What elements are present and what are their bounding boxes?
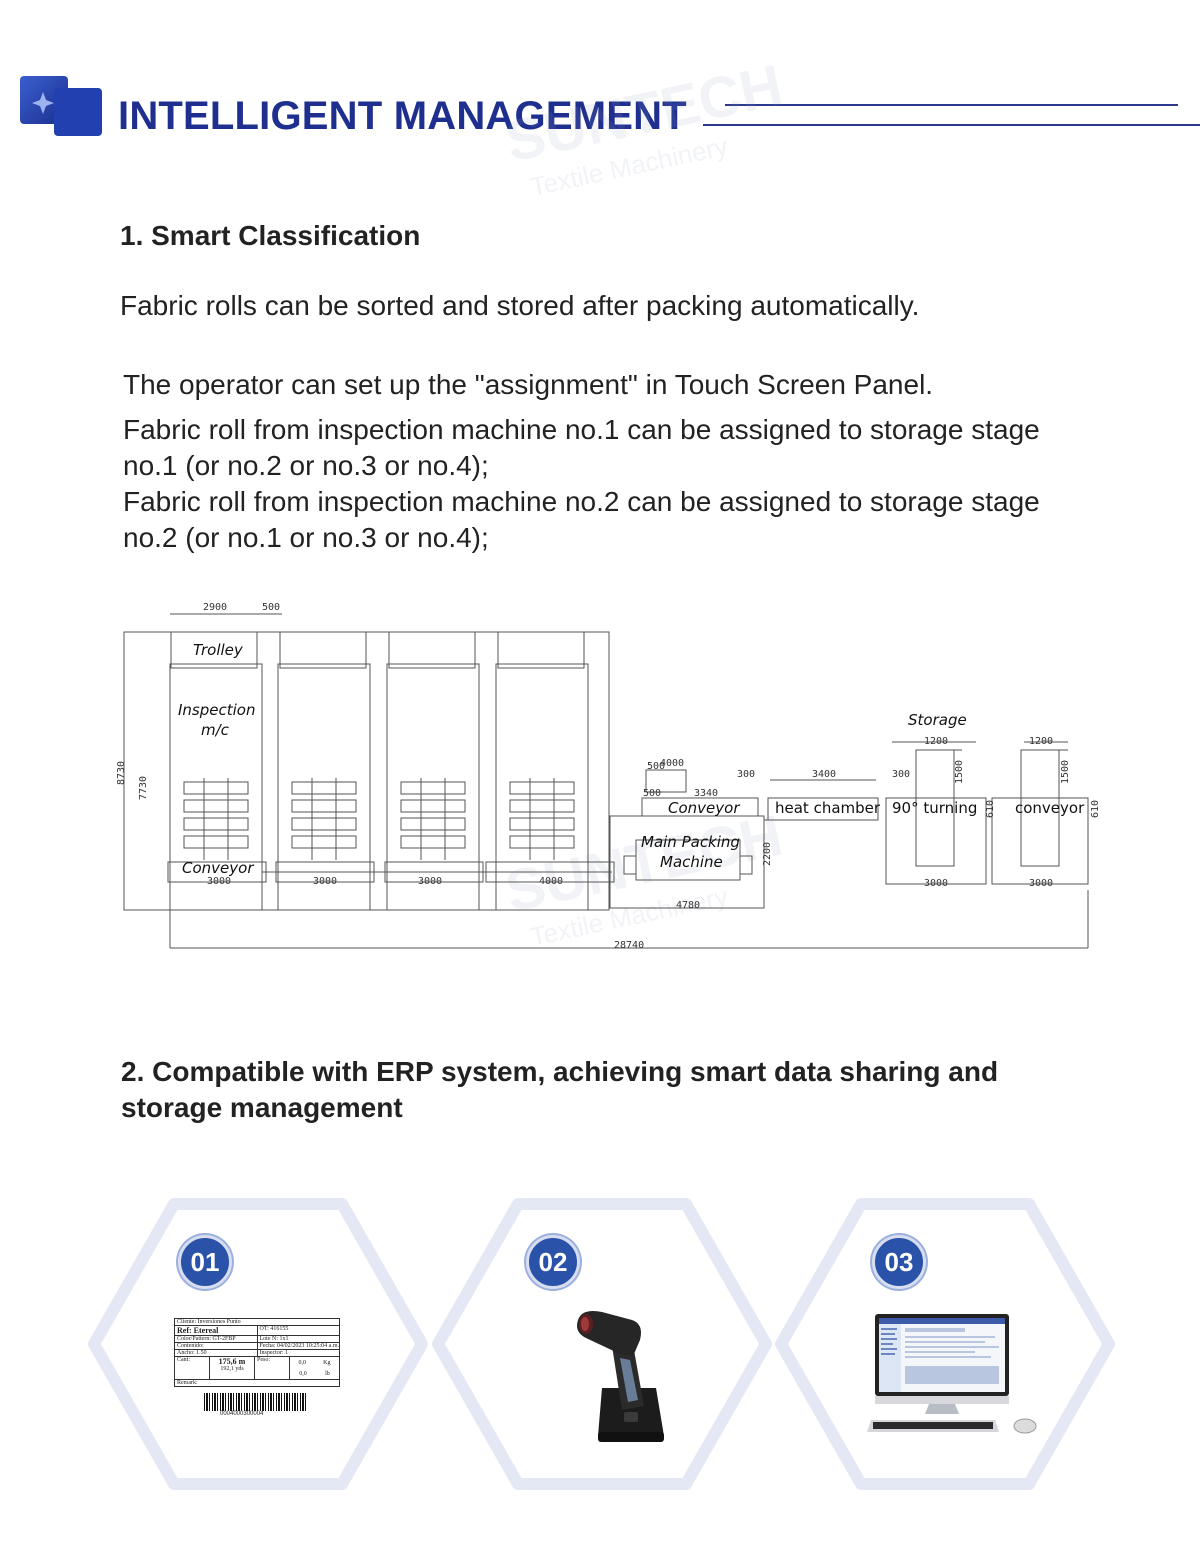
label-storage: Storage — [908, 711, 967, 729]
section-heading: storage management — [121, 1092, 403, 1123]
label-90-turning: 90° turning — [892, 799, 977, 817]
dim-label: 2200 — [762, 842, 773, 866]
dim-label: 2900 — [203, 602, 227, 613]
dim-label: 4000 — [539, 876, 563, 887]
roll-label-image: Cliente: Inversiones Punto Ref: Etereal … — [174, 1318, 340, 1430]
step-card: 02 — [432, 1198, 772, 1490]
dim-label: 3000 — [1029, 878, 1053, 889]
step-card: 01 Cliente: Inversiones Punto Ref: Etere… — [88, 1198, 428, 1490]
header-divider — [703, 124, 1200, 126]
intro-text: Fabric rolls can be sorted and stored af… — [120, 290, 920, 321]
barcode-scanner-icon — [577, 1311, 664, 1442]
dim-label: 500 — [643, 788, 661, 799]
label-machine: Machine — [660, 853, 723, 871]
label-conveyor-right: conveyor — [1015, 799, 1085, 817]
label-main-packing: Main Packing — [641, 833, 740, 851]
label-inspection-mc: m/c — [201, 721, 230, 739]
dim-label: 610 — [1090, 800, 1100, 818]
page-title: INTELLIGENT MANAGEMENT — [118, 94, 687, 138]
section-heading: 2. Compatible with ERP system, achieving… — [121, 1056, 999, 1087]
inspection-machine — [167, 631, 267, 911]
dim-label: 1200 — [924, 736, 948, 747]
layout-diagram: Trolley Inspection m/c Conveyor Conveyor… — [110, 596, 1100, 958]
step-number-badge: 02 — [526, 1235, 580, 1289]
label-trolley: Trolley — [193, 641, 244, 659]
label-conveyor-top: Conveyor — [668, 799, 740, 817]
dim-label: 4780 — [676, 900, 700, 911]
body-line: no.1 (or no.2 or no.3 or no.4); — [123, 450, 489, 481]
barcode — [204, 1393, 308, 1411]
dim-label: 300 — [892, 769, 910, 780]
dim-label: 3000 — [418, 876, 442, 887]
label-inspection: Inspection — [178, 701, 255, 719]
dim-label: 500 — [647, 761, 665, 772]
dim-label: 3340 — [694, 788, 718, 799]
brand-logo-icon — [20, 74, 104, 138]
dim-label: 7730 — [138, 776, 149, 800]
step-number-badge: 03 — [872, 1235, 926, 1289]
barcode-number: 0004000300004 — [220, 1411, 264, 1417]
label-conveyor-left: Conveyor — [182, 859, 254, 877]
label-heat-chamber: heat chamber — [775, 799, 881, 817]
dim-label: 3400 — [812, 769, 836, 780]
dim-label: 3000 — [207, 876, 231, 887]
step-number-badge: 01 — [178, 1235, 232, 1289]
body-line: Fabric roll from inspection machine no.1… — [123, 414, 1040, 445]
dim-label: 4000 — [660, 758, 684, 769]
dim-label: 28740 — [614, 940, 644, 951]
dim-label: 3000 — [313, 876, 337, 887]
body-line: no.2 (or no.1 or no.3 or no.4); — [123, 522, 489, 553]
computer-icon — [867, 1314, 1037, 1434]
inspection-machine — [275, 631, 375, 911]
dim-label: 3000 — [924, 878, 948, 889]
section-heading: 1. Smart Classification — [120, 220, 421, 251]
dim-label: 1500 — [1060, 760, 1071, 784]
dim-label: 1500 — [954, 760, 965, 784]
header-divider — [725, 104, 1178, 106]
body-line: Fabric roll from inspection machine no.2… — [123, 486, 1040, 517]
dim-label: 1200 — [1029, 736, 1053, 747]
dim-label: 610 — [985, 800, 996, 818]
dim-label: 8730 — [116, 761, 127, 785]
body-line: The operator can set up the "assignment"… — [123, 369, 934, 400]
step-card: 03 — [775, 1198, 1115, 1490]
dim-label: 500 — [262, 602, 280, 613]
dim-label: 300 — [737, 769, 755, 780]
